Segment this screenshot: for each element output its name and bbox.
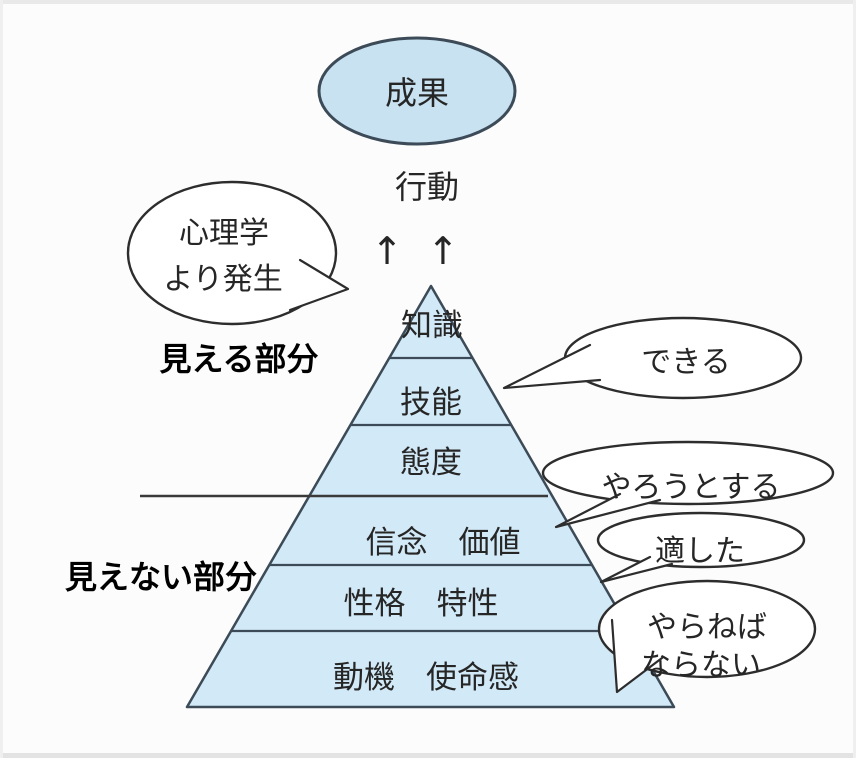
can-do-bubble-tail xyxy=(502,343,602,390)
layer-skill: 技能 xyxy=(400,385,462,421)
layer-knowledge: 知識 xyxy=(401,308,463,344)
scan-edge-bottom xyxy=(0,753,856,758)
suited-bubble xyxy=(596,511,806,569)
must-bubble-tail xyxy=(610,618,664,694)
suited-label: 適した xyxy=(655,534,745,569)
psychology-bubble xyxy=(126,180,338,326)
visible-part-label: 見える部分 xyxy=(159,340,318,378)
scan-edge-left xyxy=(0,0,3,758)
suited-bubble-tail xyxy=(599,555,674,584)
up-arrows-icon: ↑ ↑ xyxy=(371,229,465,273)
psychology-bubble-tail xyxy=(288,258,350,312)
invisible-part-label: 見えない部分 xyxy=(65,558,257,596)
try-to-label: やろうとする xyxy=(601,470,780,505)
psychology-bubble-line1: 心理学 xyxy=(179,216,269,251)
layer-motive-mission: 動機 使命感 xyxy=(333,660,519,696)
must-label-line2: ならない xyxy=(641,648,761,683)
layer-belief-value: 信念 価値 xyxy=(366,525,521,561)
scan-edge-right xyxy=(853,0,856,758)
layer-attitude: 態度 xyxy=(400,445,462,481)
psychology-bubble-line2: より発生 xyxy=(163,262,282,297)
can-do-label: できる xyxy=(641,345,730,380)
result-ellipse xyxy=(317,36,517,146)
layer-personality-trait: 性格 特性 xyxy=(344,586,499,622)
try-to-bubble xyxy=(541,440,835,506)
behavior-label: 行動 xyxy=(395,168,459,206)
result-label: 成果 xyxy=(385,74,449,112)
scan-edge-top xyxy=(0,0,856,4)
try-to-bubble-tail xyxy=(554,492,662,529)
must-label-line1: やらねば xyxy=(647,610,767,645)
